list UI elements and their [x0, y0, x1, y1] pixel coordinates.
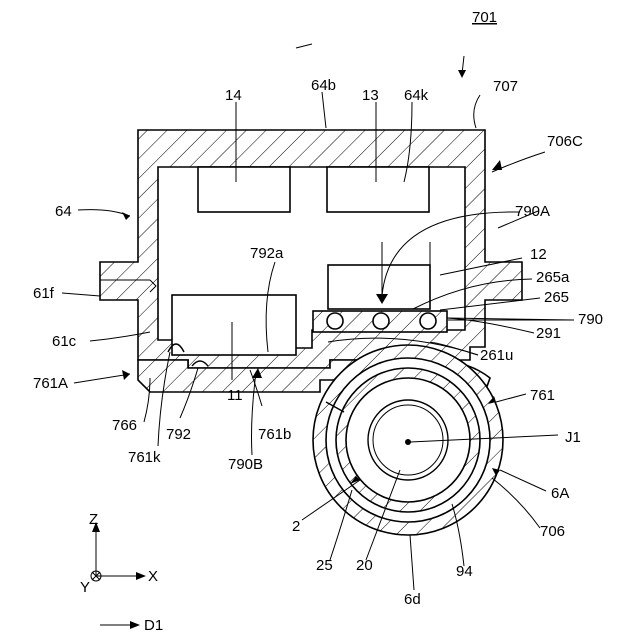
axis-y-label: Y — [80, 579, 90, 596]
label-261u: 261u — [480, 347, 513, 364]
label-6A: 6A — [551, 485, 569, 502]
label-14: 14 — [225, 87, 242, 104]
label-61f: 61f — [33, 285, 55, 302]
label-61c: 61c — [52, 333, 77, 350]
component-13 — [327, 167, 429, 212]
label-790: 790 — [578, 311, 603, 328]
label-11: 11 — [227, 387, 243, 404]
figure-label: 701 — [472, 9, 497, 26]
axis-z-label: Z — [89, 511, 98, 528]
label-761k: 761k — [128, 449, 161, 466]
label-J1: J1 — [565, 429, 581, 446]
direction-d1-label: D1 — [144, 617, 163, 634]
label-761A: 761A — [33, 375, 68, 392]
label-790B: 790B — [228, 456, 263, 473]
bus-hole — [373, 313, 389, 329]
label-64: 64 — [55, 203, 72, 220]
label-265: 265 — [544, 289, 569, 306]
label-706C: 706C — [547, 133, 583, 150]
housing-wall — [100, 130, 522, 368]
label-792a: 792a — [250, 245, 284, 262]
label-2: 2 — [292, 518, 300, 535]
label-707: 707 — [493, 78, 518, 95]
label-25: 25 — [316, 557, 333, 574]
label-64b: 64b — [311, 77, 336, 94]
label-13: 13 — [362, 87, 379, 104]
component-11 — [172, 295, 296, 355]
label-12: 12 — [530, 246, 547, 263]
label-265a: 265a — [536, 269, 570, 286]
label-766: 766 — [112, 417, 137, 434]
label-790A: 790A — [515, 203, 550, 220]
label-94: 94 — [456, 563, 473, 580]
bus-hole — [420, 313, 436, 329]
label-792: 792 — [166, 426, 191, 443]
label-706: 706 — [540, 523, 565, 540]
label-64k: 64k — [404, 87, 429, 104]
component-14 — [198, 167, 290, 212]
component-12 — [328, 265, 430, 309]
label-761: 761 — [530, 387, 555, 404]
label-761b: 761b — [258, 426, 291, 443]
axis-x-label: X — [148, 568, 158, 585]
coordinate-axes — [91, 522, 146, 629]
bus-hole — [327, 313, 343, 329]
label-291: 291 — [536, 325, 561, 342]
label-6d: 6d — [404, 591, 421, 608]
label-20: 20 — [356, 557, 373, 574]
